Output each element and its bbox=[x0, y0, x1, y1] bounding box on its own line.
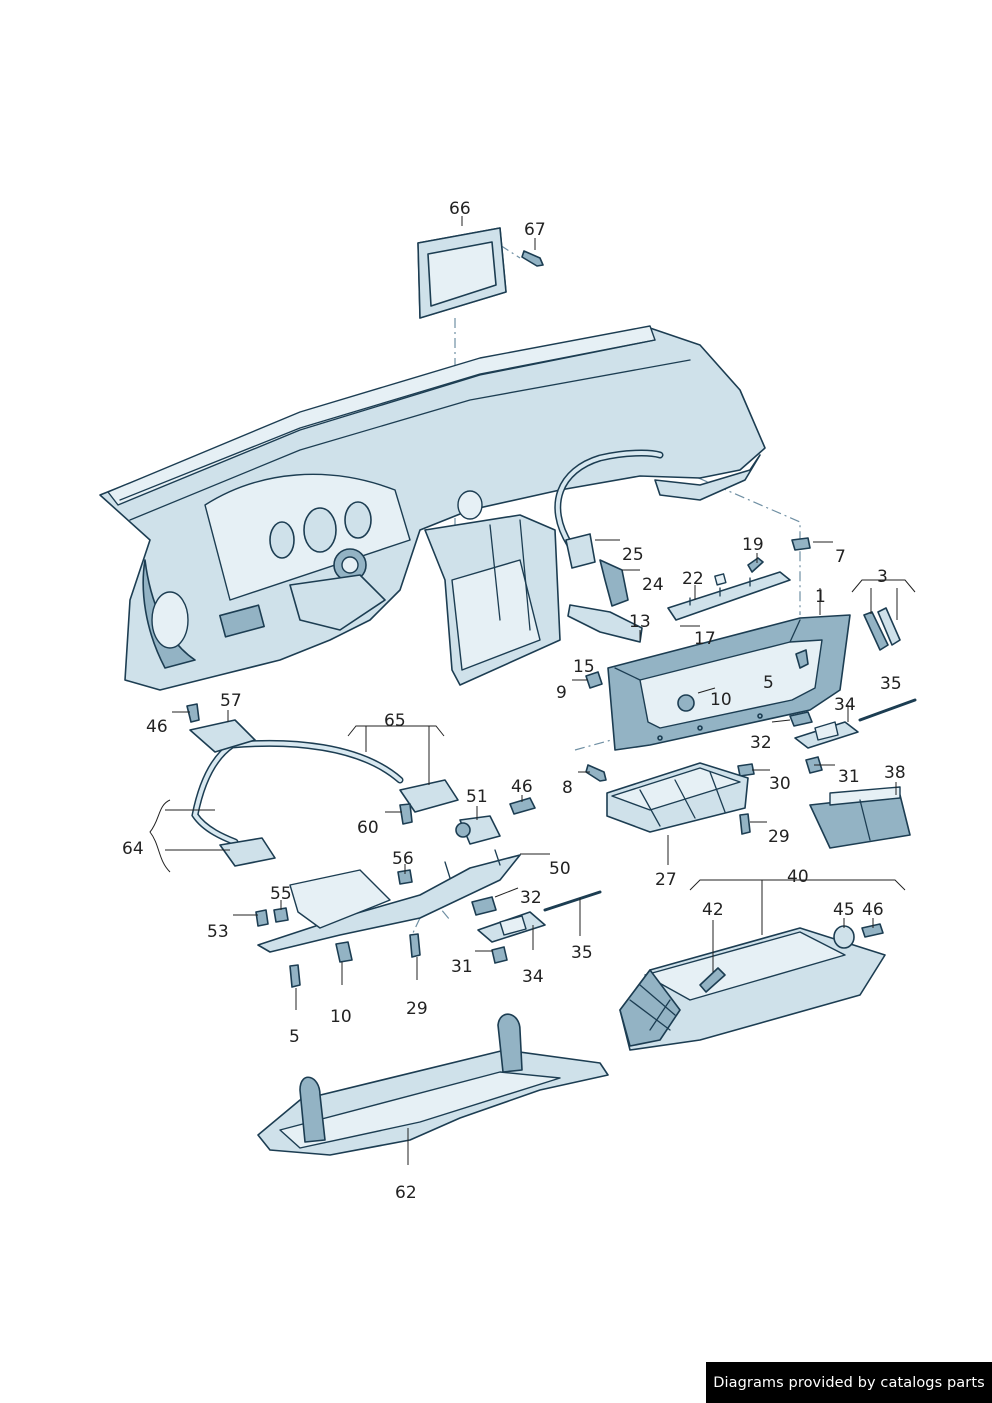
part-5-screw-a bbox=[795, 649, 809, 669]
part-32-clip-b bbox=[471, 896, 497, 916]
callout-46-right: 46 bbox=[862, 900, 884, 920]
callout-56: 56 bbox=[392, 849, 414, 869]
part-38-box bbox=[809, 786, 911, 849]
attribution-banner: Diagrams provided by catalogs parts bbox=[706, 1362, 992, 1403]
callout-7: 7 bbox=[835, 547, 846, 567]
callout-30: 30 bbox=[769, 774, 791, 794]
part-25-cable bbox=[554, 449, 664, 607]
part-32-clip-a bbox=[789, 711, 813, 727]
part-10-clip-a bbox=[677, 694, 695, 712]
callout-64: 64 bbox=[122, 839, 144, 859]
callout-5-lower: 5 bbox=[289, 1027, 300, 1047]
part-35-rod-b bbox=[543, 890, 602, 912]
part-9-clip bbox=[585, 671, 603, 689]
callout-5-upper: 5 bbox=[763, 673, 774, 693]
part-34-hinge-a bbox=[794, 721, 859, 749]
part-56-clip bbox=[397, 869, 413, 885]
callout-19: 19 bbox=[742, 535, 764, 555]
attribution-text: Diagrams provided by catalogs parts bbox=[713, 1374, 985, 1391]
callout-25: 25 bbox=[622, 545, 644, 565]
callout-42: 42 bbox=[702, 900, 724, 920]
callout-62: 62 bbox=[395, 1183, 417, 1203]
part-34-hinge-b bbox=[477, 911, 546, 943]
dashboard-panel bbox=[99, 325, 766, 691]
callout-31-upper: 31 bbox=[838, 767, 860, 787]
callout-50: 50 bbox=[549, 859, 571, 879]
callout-35-lower: 35 bbox=[571, 943, 593, 963]
callout-22: 22 bbox=[682, 569, 704, 589]
callout-67: 67 bbox=[524, 220, 546, 240]
callout-35-upper: 35 bbox=[880, 674, 902, 694]
part-22-rail bbox=[667, 571, 791, 621]
callout-46-middle: 46 bbox=[511, 777, 533, 797]
callout-labels: 66 67 25 24 19 7 22 3 1 13 17 15 9 5 10 … bbox=[122, 199, 906, 1203]
callout-8: 8 bbox=[562, 778, 573, 798]
part-42-latch bbox=[699, 967, 726, 993]
part-31-nut-b bbox=[491, 946, 508, 964]
callout-45: 45 bbox=[833, 900, 855, 920]
callout-1: 1 bbox=[815, 587, 826, 607]
part-10-clip-b bbox=[335, 941, 353, 963]
callout-60: 60 bbox=[357, 818, 379, 838]
callout-27: 27 bbox=[655, 870, 677, 890]
part-40-glovebox bbox=[619, 927, 886, 1051]
part-27-tray bbox=[606, 762, 749, 833]
part-45-bumper bbox=[833, 925, 855, 949]
callout-29-lower: 29 bbox=[406, 999, 428, 1019]
callout-9: 9 bbox=[556, 683, 567, 703]
part-29-screw-a bbox=[739, 813, 751, 835]
part-64-cable-harness bbox=[189, 719, 459, 867]
part-30-clip bbox=[737, 763, 755, 777]
callout-34-lower: 34 bbox=[522, 967, 544, 987]
part-53-clip bbox=[255, 909, 269, 927]
part-19-screw bbox=[747, 557, 764, 573]
part-5-screw-b bbox=[289, 964, 301, 988]
part-7-clip bbox=[791, 537, 811, 551]
callout-66: 66 bbox=[449, 199, 471, 219]
part-62-lower-panel bbox=[257, 1013, 609, 1156]
callout-46-left: 46 bbox=[146, 717, 168, 737]
callout-32-upper: 32 bbox=[750, 733, 772, 753]
part-3-strips bbox=[863, 607, 901, 651]
callout-38: 38 bbox=[884, 763, 906, 783]
callout-51: 51 bbox=[466, 787, 488, 807]
callout-55: 55 bbox=[270, 884, 292, 904]
part-50-cover bbox=[257, 849, 521, 953]
callout-29-upper: 29 bbox=[768, 827, 790, 847]
part-8-screw bbox=[585, 764, 607, 782]
callout-32-lower: 32 bbox=[520, 888, 542, 908]
leader-lines bbox=[149, 216, 916, 1165]
part-35-rod-a bbox=[858, 698, 917, 722]
part-67-screw bbox=[521, 250, 544, 267]
part-46-screw-b bbox=[509, 797, 536, 815]
callout-15: 15 bbox=[573, 657, 595, 677]
part-1-trim-frame bbox=[607, 614, 851, 751]
callout-24: 24 bbox=[642, 575, 664, 595]
callout-10-upper: 10 bbox=[710, 690, 732, 710]
callout-65: 65 bbox=[384, 711, 406, 731]
part-13-bracket bbox=[567, 604, 643, 643]
part-55-clip bbox=[273, 907, 289, 923]
part-29-screw-b bbox=[409, 933, 421, 958]
callout-53: 53 bbox=[207, 922, 229, 942]
part-51-switch bbox=[455, 815, 501, 845]
part-66-frame bbox=[417, 227, 507, 319]
callout-17: 17 bbox=[694, 629, 716, 649]
callout-31-lower: 31 bbox=[451, 957, 473, 977]
callout-40: 40 bbox=[787, 867, 809, 887]
callout-13: 13 bbox=[629, 612, 651, 632]
callout-34-upper: 34 bbox=[834, 695, 856, 715]
callout-57: 57 bbox=[220, 691, 242, 711]
callout-3: 3 bbox=[877, 567, 888, 587]
callout-10-lower: 10 bbox=[330, 1007, 352, 1027]
part-46-screw-c bbox=[861, 923, 884, 938]
part-60-screw bbox=[399, 803, 413, 825]
part-46-screw-a bbox=[186, 703, 200, 723]
